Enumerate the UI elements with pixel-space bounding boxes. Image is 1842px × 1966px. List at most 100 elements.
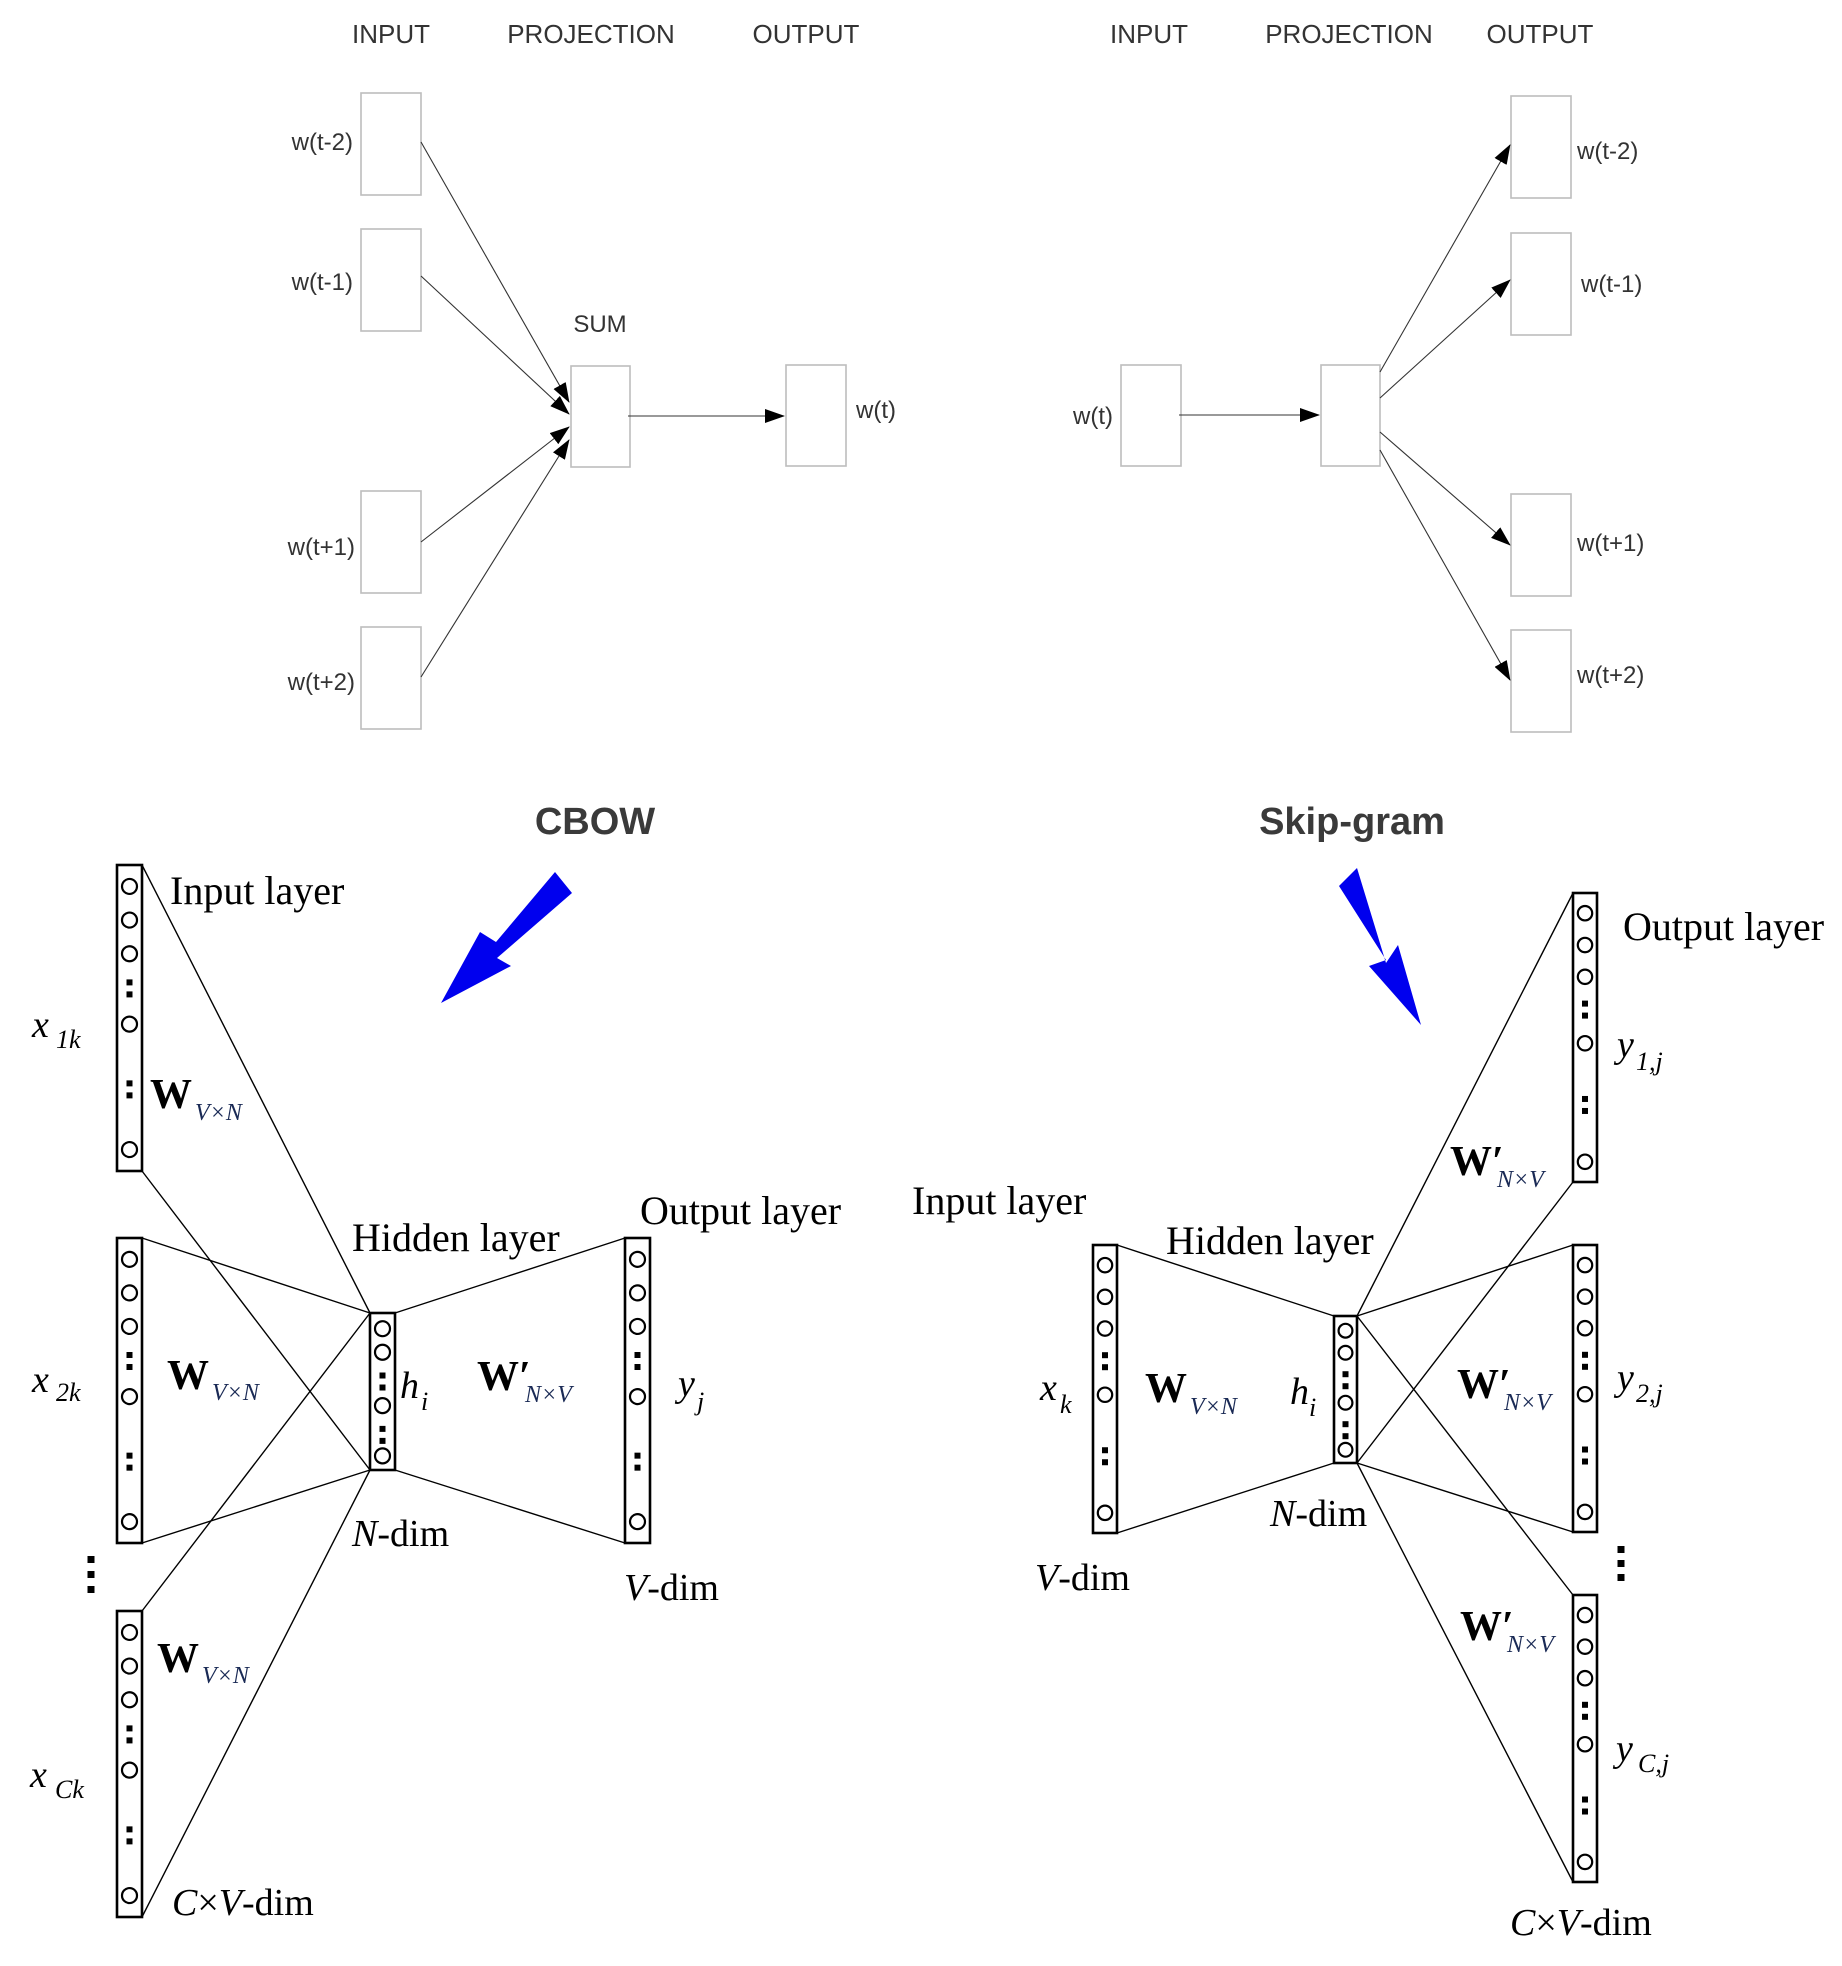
ellipsis-dot: [1582, 1000, 1588, 1007]
neuron-icon: [1576, 936, 1594, 954]
neuron-icon: [1576, 1606, 1594, 1624]
neuron-icon: [120, 911, 139, 929]
svg-text:Ck: Ck: [55, 1775, 84, 1804]
neuron-icon: [120, 1886, 139, 1905]
neuron-icon: [120, 1015, 139, 1033]
cbow-weight-in-3: W V×N: [157, 1636, 251, 1689]
cbow-input-layer-2: [115, 1236, 144, 1545]
cbow-output-var: y j: [674, 1363, 704, 1416]
svg-text:V-dim: V-dim: [1035, 1557, 1130, 1599]
neuron-icon: [1576, 968, 1594, 986]
cbow-input-var-3: x Ck: [29, 1754, 84, 1804]
svg-text:2k: 2k: [56, 1378, 81, 1407]
neuron-icon: [120, 1691, 139, 1709]
neuron-icon: [120, 1140, 139, 1159]
cbow-connection-line: [141, 1469, 371, 1918]
ellipsis-dot: [1617, 1560, 1625, 1567]
cbow-top-input-label: w(t-1): [291, 269, 353, 296]
svg-text:W′: W′: [1460, 1604, 1514, 1650]
neuron-icon: [1576, 1034, 1594, 1052]
skipgram-top-output-label: w(t-1): [1580, 271, 1642, 298]
neuron-icon: [120, 1250, 139, 1268]
ellipsis-dot: [1342, 1371, 1349, 1378]
cbow-connection-line: [394, 1469, 626, 1544]
ellipsis-dot: [1582, 1107, 1588, 1114]
cbow-top-input-label: w(t+2): [287, 669, 355, 696]
skipgram-weight-out-2: W′ N×V: [1457, 1362, 1553, 1416]
svg-text:W′: W′: [477, 1354, 531, 1400]
cbow-connection-line: [394, 1237, 626, 1314]
ellipsis-dot: [126, 1352, 133, 1358]
ellipsis-dot: [126, 1826, 133, 1833]
svg-text:N×V: N×V: [1503, 1390, 1553, 1416]
neuron-icon: [628, 1387, 647, 1406]
svg-text:W′: W′: [1457, 1362, 1511, 1408]
cbow-top-output-box: [785, 364, 847, 467]
cbow-weight-in-1: W V×N: [150, 1072, 244, 1126]
ellipsis-dot: [126, 1452, 133, 1459]
skipgram-top-input-label: w(t): [1072, 403, 1113, 430]
ellipsis-dot: [1342, 1433, 1349, 1440]
skipgram-top-output-box: [1510, 493, 1572, 597]
neuron-icon: [1576, 1735, 1594, 1753]
neuron-icon: [1096, 1386, 1114, 1404]
ellipsis-dot: [379, 1437, 386, 1444]
neuron-icon: [120, 1317, 139, 1336]
ellipsis-dot: [126, 991, 133, 998]
neuron-icon: [120, 945, 139, 963]
neuron-icon: [120, 877, 139, 896]
cbow-header-input: INPUT: [352, 19, 430, 49]
ellipsis-dot: [87, 1556, 95, 1563]
cbow-top-input-label: w(t-2): [291, 129, 353, 156]
neuron-icon: [1576, 1288, 1594, 1305]
svg-text:x: x: [1039, 1367, 1057, 1409]
skipgram-cv-dim-label: C×V-dim: [1510, 1902, 1652, 1944]
cbow-header-projection: PROJECTION: [507, 19, 675, 49]
skipgram-connection-line: [1356, 1244, 1574, 1317]
ellipsis-dot: [126, 1737, 133, 1744]
neuron-icon: [1096, 1504, 1114, 1522]
neuron-icon: [1576, 1256, 1594, 1274]
cbow-top-input-box: [360, 626, 422, 730]
cbow-input-var-2: x 2k: [31, 1359, 81, 1407]
neuron-icon: [1096, 1320, 1114, 1337]
svg-text:i: i: [1309, 1393, 1316, 1422]
skipgram-output-layer-1: [1571, 891, 1599, 1184]
skipgram-header-input: INPUT: [1110, 19, 1188, 49]
ellipsis-dot: [1617, 1574, 1625, 1581]
cbow-output-layer-label: Output layer: [640, 1188, 841, 1233]
skipgram-top-edge: [1379, 144, 1511, 373]
ellipsis-dot: [87, 1571, 95, 1578]
skipgram-input-var: x k: [1039, 1367, 1072, 1419]
skipgram-hidden-var: h i: [1290, 1371, 1316, 1422]
skipgram-top-edge: [1379, 449, 1511, 681]
svg-text:N×V: N×V: [1496, 1167, 1546, 1193]
ellipsis-dot: [87, 1586, 95, 1593]
ellipsis-dot: [1582, 1808, 1588, 1815]
skipgram-weight-out-3: W′ N×V: [1460, 1604, 1556, 1658]
cbow-top-edge: [420, 439, 570, 678]
cbow-input-var-1: x 1k: [31, 1004, 81, 1054]
skipgram-output-var-3: y C,j: [1612, 1728, 1669, 1778]
svg-text:W′: W′: [1450, 1139, 1504, 1185]
skipgram-output-var-1: y 1,j: [1613, 1024, 1663, 1076]
skipgram-top-output-box: [1510, 629, 1572, 733]
skipgram-n-dim-label: N-dim: [1269, 1493, 1367, 1535]
skipgram-connection-line: [1356, 1315, 1574, 1596]
svg-text:W: W: [1145, 1366, 1187, 1412]
svg-text:y: y: [1612, 1728, 1633, 1770]
skipgram-connection-line: [1356, 1462, 1574, 1533]
cbow-top-input-box: [360, 92, 422, 196]
ellipsis-dot: [1102, 1364, 1108, 1371]
neuron-icon: [120, 1657, 139, 1675]
skipgram-top-projection-box: [1320, 364, 1381, 467]
cbow-hidden-var: h i: [400, 1365, 428, 1416]
ellipsis-dot: [126, 1464, 133, 1471]
neuron-icon: [1576, 1319, 1594, 1337]
ellipsis-dot: [634, 1352, 641, 1358]
neuron-icon: [373, 1320, 392, 1338]
neuron-icon: [1337, 1344, 1354, 1361]
neuron-icon: [120, 1387, 139, 1406]
ellipsis-dot: [1102, 1447, 1108, 1454]
ellipsis-dot: [634, 1464, 641, 1471]
